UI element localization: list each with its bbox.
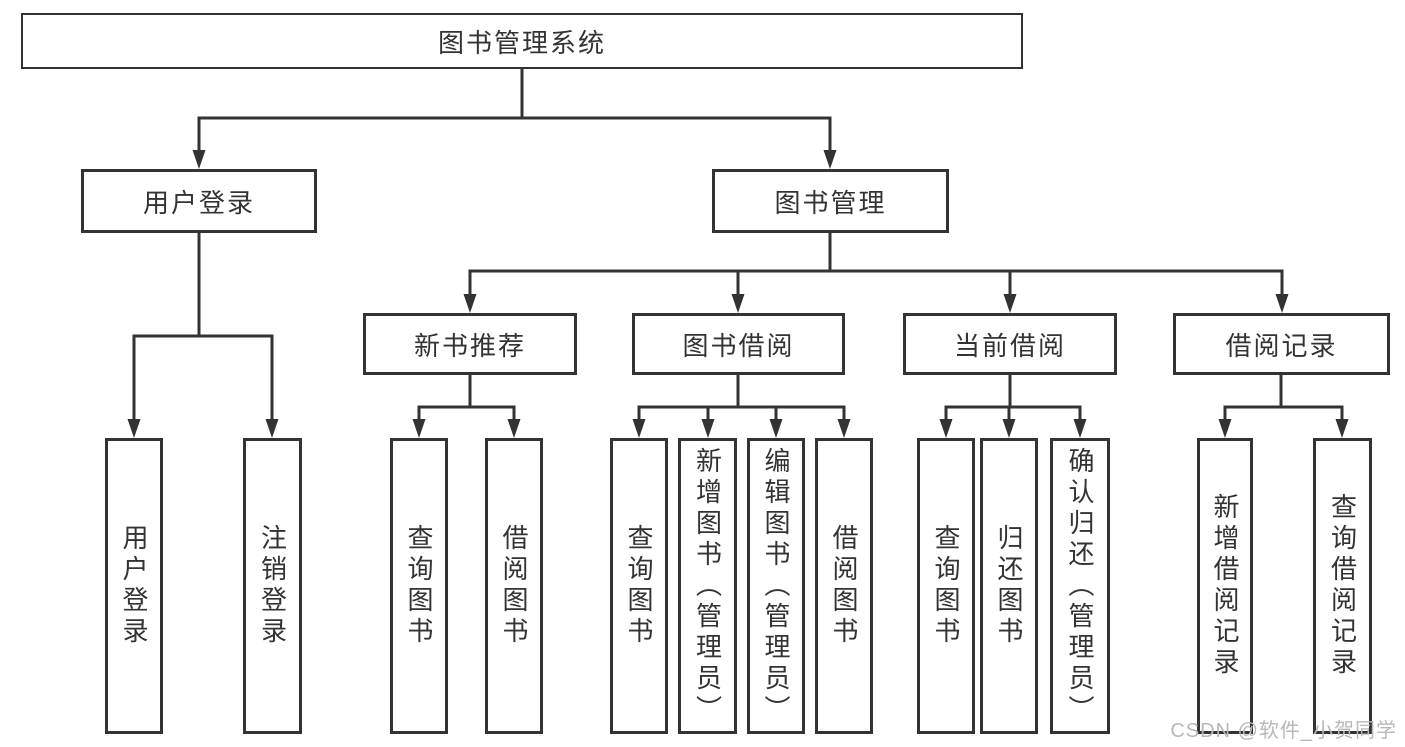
- arrowhead-down-icon: [1218, 419, 1232, 438]
- node-leaf-return-books-label: 归还图书: [994, 524, 1024, 648]
- arrowhead-down-icon: [823, 150, 837, 169]
- arrowhead-down-icon: [837, 419, 851, 438]
- arrowhead-down-icon: [265, 419, 279, 438]
- arrowhead-down-icon: [412, 419, 426, 438]
- node-leaf-query-books-3-label: 查询图书: [931, 524, 961, 648]
- node-leaf-borrow-books-1-label: 借阅图书: [499, 524, 529, 648]
- node-leaf-add-borrow-rec-label: 新增借阅记录: [1210, 493, 1240, 679]
- node-leaf-query-borrow-rec-label: 查询借阅记录: [1327, 493, 1358, 679]
- arrowhead-down-icon: [939, 419, 953, 438]
- arrowhead-down-icon: [1073, 419, 1087, 438]
- node-leaf-return-books: 归还图书: [980, 438, 1038, 734]
- node-leaf-edit-books: 编辑图书（管理员）: [747, 438, 805, 734]
- node-leaf-borrow-books-2-label: 借阅图书: [829, 524, 859, 648]
- arrowhead-down-icon: [1003, 294, 1017, 313]
- node-root-label: 图书管理系统: [437, 27, 606, 58]
- node-leaf-borrow-books-2: 借阅图书: [815, 438, 873, 734]
- node-leaf-add-books-label: 新增图书（管理员）: [692, 446, 723, 726]
- node-user-login-module-label: 用户登录: [142, 187, 255, 218]
- node-borrow-records-label: 借阅记录: [1225, 330, 1338, 361]
- node-leaf-user-login-label: 用户登录: [119, 524, 149, 648]
- node-leaf-query-books-3: 查询图书: [917, 438, 975, 734]
- node-leaf-logout-label: 注销登录: [257, 524, 288, 648]
- node-leaf-borrow-books-1: 借阅图书: [485, 438, 543, 734]
- node-leaf-query-books-2-label: 查询图书: [624, 524, 654, 648]
- node-root: 图书管理系统: [21, 13, 1023, 69]
- arrowhead-down-icon: [769, 419, 783, 438]
- node-book-management: 图书管理: [712, 169, 949, 233]
- arrowhead-down-icon: [192, 150, 206, 169]
- node-leaf-add-borrow-rec: 新增借阅记录: [1197, 438, 1253, 734]
- arrowhead-down-icon: [731, 294, 745, 313]
- node-leaf-query-borrow-rec: 查询借阅记录: [1313, 438, 1372, 734]
- node-new-book-recommend-label: 新书推荐: [413, 330, 526, 361]
- node-leaf-add-books: 新增图书（管理员）: [678, 438, 737, 734]
- node-leaf-logout: 注销登录: [243, 438, 302, 734]
- node-leaf-confirm-return: 确认归还（管理员）: [1050, 438, 1110, 734]
- arrowhead-down-icon: [1335, 419, 1349, 438]
- node-current-borrow: 当前借阅: [903, 313, 1117, 375]
- arrowhead-down-icon: [507, 419, 521, 438]
- node-borrow-records: 借阅记录: [1173, 313, 1390, 375]
- node-leaf-confirm-return-label: 确认归还（管理员）: [1065, 446, 1095, 726]
- arrowhead-down-icon: [1275, 294, 1289, 313]
- node-current-borrow-label: 当前借阅: [953, 330, 1066, 361]
- watermark: CSDN @软件_小贺同学: [1170, 720, 1397, 742]
- arrowhead-down-icon: [701, 419, 715, 438]
- node-leaf-query-books-1-label: 查询图书: [404, 524, 434, 648]
- arrowhead-down-icon: [1002, 419, 1016, 438]
- node-leaf-query-books-1: 查询图书: [390, 438, 448, 734]
- arrowhead-down-icon: [127, 419, 141, 438]
- node-book-borrow-label: 图书借阅: [682, 330, 795, 361]
- node-leaf-query-books-2: 查询图书: [610, 438, 668, 734]
- node-book-management-label: 图书管理: [774, 187, 887, 218]
- node-book-borrow: 图书借阅: [632, 313, 845, 375]
- arrowhead-down-icon: [632, 419, 646, 438]
- node-leaf-user-login: 用户登录: [105, 438, 163, 734]
- arrowhead-down-icon: [463, 294, 477, 313]
- node-leaf-edit-books-label: 编辑图书（管理员）: [761, 446, 791, 726]
- node-user-login-module: 用户登录: [81, 169, 317, 233]
- node-new-book-recommend: 新书推荐: [363, 313, 577, 375]
